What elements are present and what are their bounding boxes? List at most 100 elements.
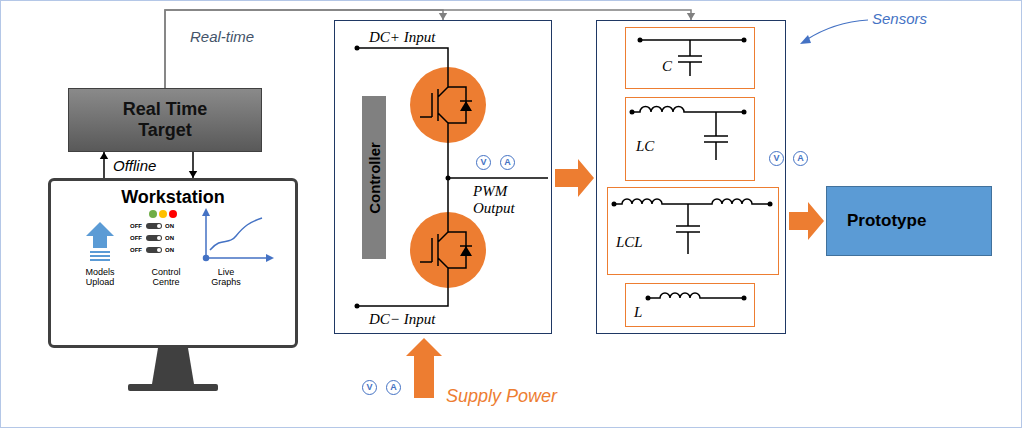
- arrow-head: [439, 13, 447, 20]
- sensors-note: Sensors: [872, 10, 927, 27]
- connector: [789, 202, 824, 240]
- filter-label: C: [662, 58, 672, 75]
- supply-label: Supply Power: [446, 386, 557, 407]
- filter-symbols: [648, 293, 744, 298]
- upload-icon: [90, 252, 110, 260]
- switch-label: ON: [165, 246, 174, 254]
- current-sensor: A: [793, 151, 808, 166]
- upload-icon: [86, 222, 114, 260]
- filter-option: LC: [625, 97, 755, 181]
- upload-icon: [93, 236, 107, 248]
- status-lights: [149, 210, 177, 218]
- voltage-sensor: V: [362, 380, 377, 395]
- status-lights: [159, 210, 167, 218]
- filter-option: C: [625, 27, 755, 89]
- controller-bar: Controller: [362, 96, 386, 259]
- filter-symbols: [614, 199, 770, 254]
- igbt-symbol: [420, 93, 432, 262]
- switch-label: OFF: [130, 222, 142, 230]
- connector: [555, 159, 594, 197]
- terminal-dot: [612, 202, 617, 207]
- graph-icon: [204, 256, 209, 261]
- graph-icon: [206, 214, 268, 258]
- terminal-dot: [742, 296, 747, 301]
- sensor-leader: [800, 35, 811, 44]
- supply-arrow: [406, 338, 442, 398]
- terminal-dot: [742, 38, 747, 43]
- connector: [100, 152, 108, 178]
- prototype-box: Prototype: [826, 186, 992, 256]
- terminal-dot: [742, 110, 747, 115]
- arrow-head: [100, 152, 108, 159]
- status-lights: [169, 210, 177, 218]
- output-label: PWM Output: [473, 183, 535, 217]
- terminal-dot: [630, 110, 635, 115]
- switch-label: OFF: [130, 246, 142, 254]
- arrow-head: [687, 13, 695, 20]
- graph-icon: [210, 218, 262, 250]
- igbt-symbol: [460, 101, 472, 111]
- inverter-box: DC+ InputPWM OutputDC− Input Controller: [334, 20, 552, 334]
- filter-label: LC: [636, 138, 654, 155]
- realtime-line: [165, 10, 443, 88]
- igbt-symbol: [355, 46, 360, 51]
- toggle-switch: [146, 247, 162, 253]
- filter-option: L: [625, 283, 755, 327]
- sensor-leader: [806, 20, 868, 40]
- voltage-sensor: V: [476, 155, 491, 170]
- realtime-line: [165, 10, 691, 88]
- icon-caption: Control Centre: [140, 267, 192, 287]
- graph-icon: [202, 208, 210, 216]
- toggle-switch: [146, 235, 162, 241]
- switch-label: ON: [165, 222, 174, 230]
- connector: [189, 152, 197, 178]
- terminal-label: DC− Input: [369, 311, 435, 328]
- target-label: Real Time Target: [100, 99, 230, 141]
- switch-label: ON: [165, 234, 174, 242]
- power-flow-arrow: [789, 202, 824, 240]
- power-flow-arrow: [555, 159, 594, 197]
- graph-icon: [266, 254, 274, 262]
- filter-option: LCL: [607, 187, 779, 275]
- filter-symbols: [640, 40, 744, 76]
- terminal-label: DC+ Input: [369, 29, 435, 46]
- toggle-switch: [157, 236, 161, 240]
- icon-caption: Models Upload: [76, 267, 124, 287]
- current-sensor: A: [386, 380, 401, 395]
- toggle-switch: [146, 223, 162, 253]
- filter-label: L: [634, 304, 642, 321]
- text-holder: Real Time Target: [69, 89, 261, 151]
- connector: [165, 10, 695, 88]
- arrow-head: [189, 171, 197, 178]
- monitor-stand: [152, 348, 194, 384]
- terminal-dot: [646, 296, 651, 301]
- switch-label: OFF: [130, 234, 142, 242]
- upload-icon: [86, 222, 114, 236]
- igbt-symbol: [357, 48, 548, 306]
- supply-arrow: [406, 338, 442, 398]
- igbt-symbol: [446, 176, 451, 181]
- workstation-monitor: WorkstationModels UploadControl CentreLi…: [48, 178, 298, 348]
- edge-label: Offline: [113, 157, 156, 174]
- voltage-sensor: V: [769, 151, 784, 166]
- terminal-dot: [768, 202, 773, 207]
- igbt-symbol: [357, 48, 448, 306]
- filter-label: LCL: [616, 234, 643, 251]
- toggle-switch: [146, 223, 162, 229]
- toggle-switch: [157, 224, 161, 228]
- graph-icon: [202, 208, 274, 262]
- prototype-label: Prototype: [847, 211, 926, 231]
- filter-box: C LC LCL L: [596, 20, 786, 334]
- filter-symbols: [632, 107, 744, 161]
- edge-label: Real-time: [190, 28, 254, 45]
- sensor-leader: [800, 20, 868, 44]
- igbt-symbol: [448, 177, 548, 179]
- igbt-symbol: [355, 46, 549, 309]
- connector: [165, 10, 447, 88]
- icon-caption: Live Graphs: [206, 267, 246, 287]
- target-box: Real Time Target: [68, 88, 262, 152]
- igbt-symbol: [460, 246, 472, 256]
- toggle-switch: [157, 248, 161, 252]
- status-lights: [149, 210, 157, 218]
